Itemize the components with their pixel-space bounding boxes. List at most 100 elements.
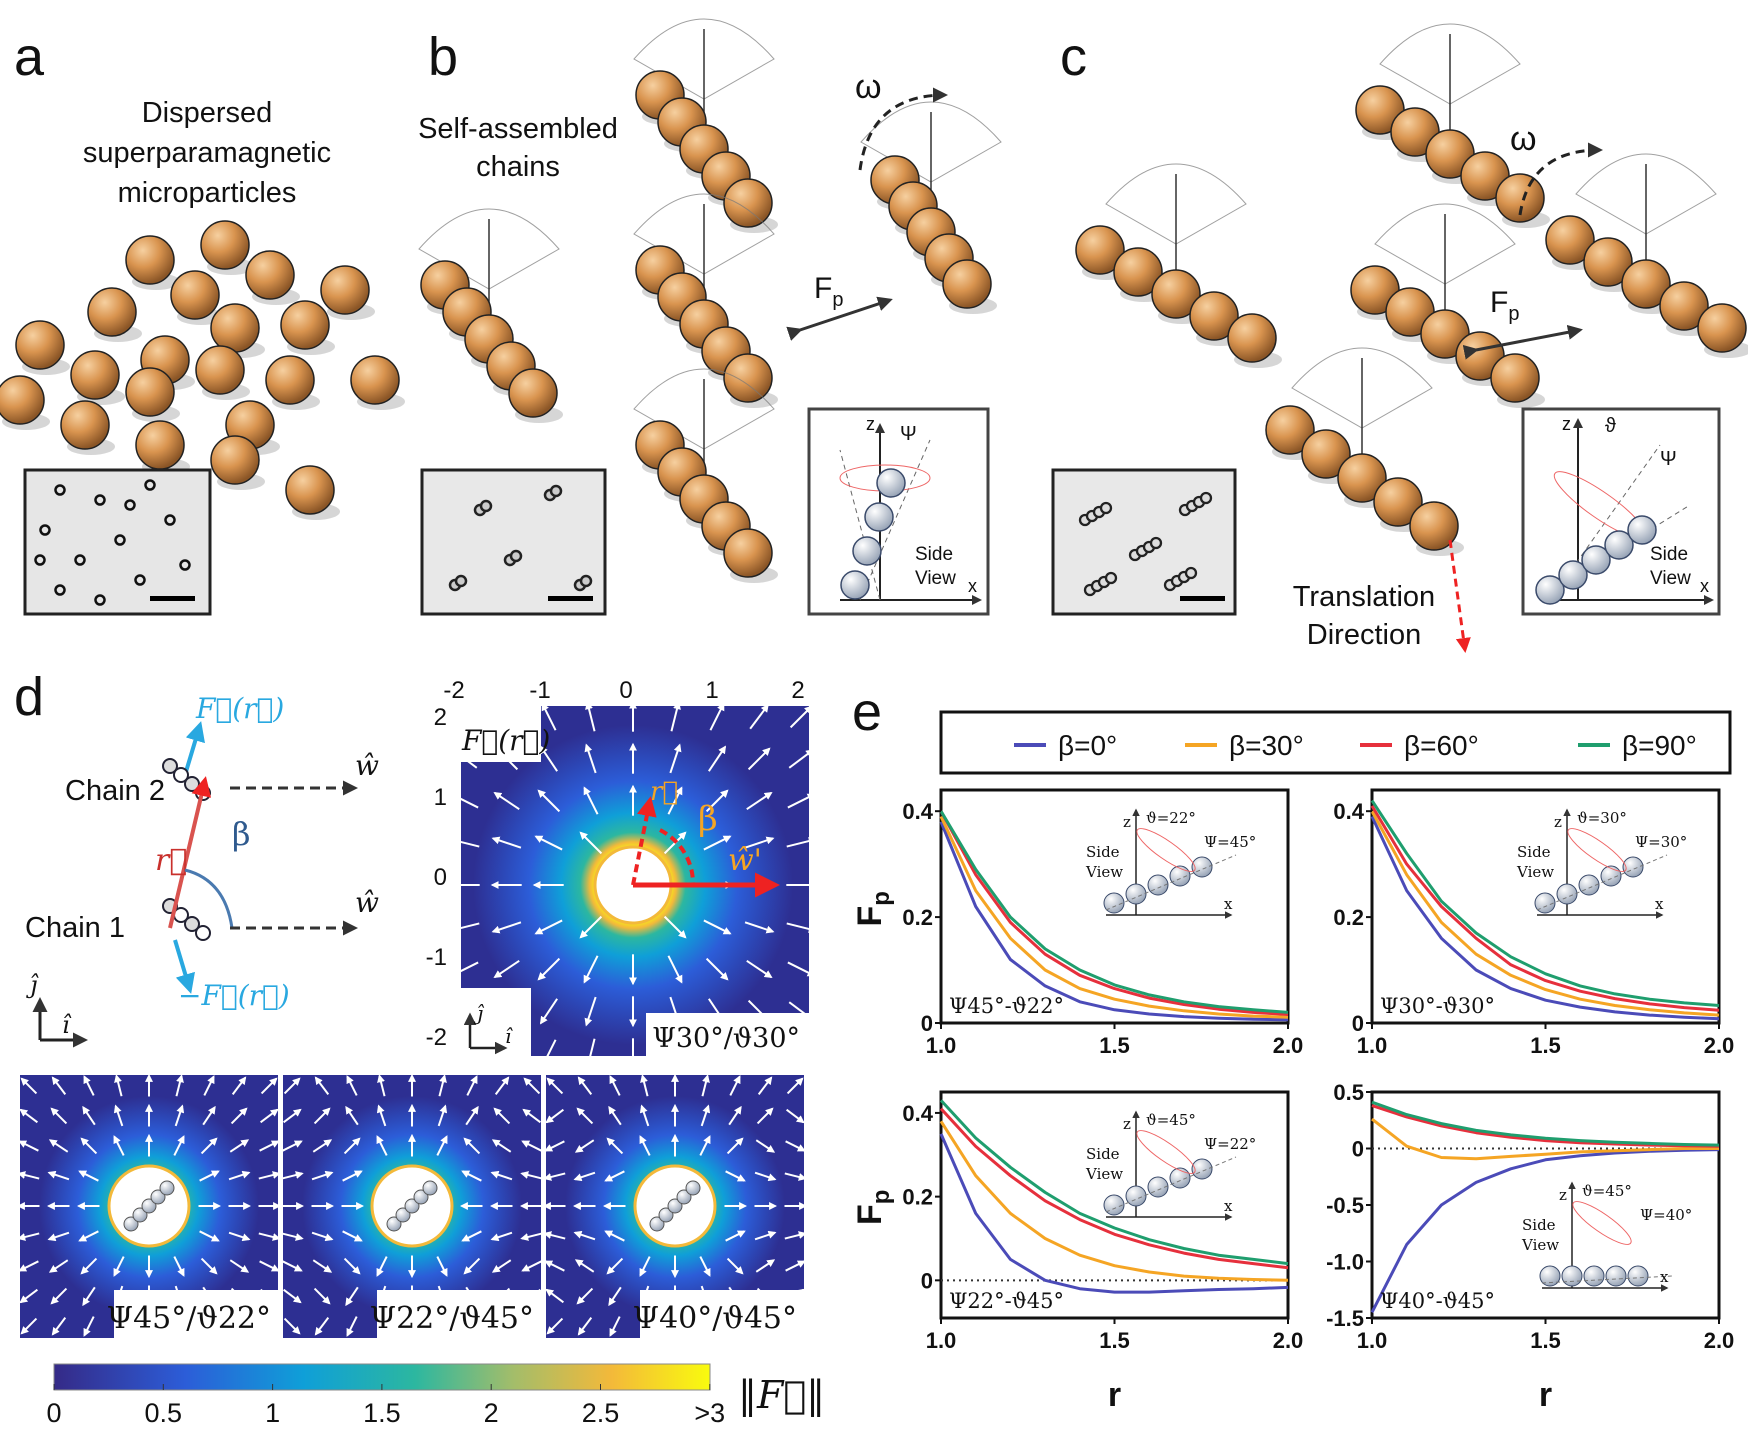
field-arrow-icon bbox=[574, 1259, 595, 1273]
field-arrow-icon bbox=[585, 1038, 596, 1069]
chain-bead bbox=[1627, 1265, 1649, 1287]
x-axis-label: r bbox=[1108, 1376, 1121, 1414]
particle bbox=[723, 528, 773, 578]
field-arrow-icon bbox=[667, 955, 683, 984]
micro-particle bbox=[114, 534, 126, 546]
theta-label: ϑ=45° bbox=[1146, 1111, 1196, 1129]
field-arrow-icon bbox=[608, 1105, 622, 1126]
field-arrow-icon bbox=[437, 1104, 448, 1127]
series-line-β=30° bbox=[939, 815, 1289, 1019]
force-label: F⃗(r⃗) bbox=[195, 692, 284, 725]
rotation-cone-mesh bbox=[1105, 163, 1247, 245]
chain-bead bbox=[413, 1189, 429, 1205]
series-line-β=30° bbox=[1371, 1117, 1719, 1161]
field-arrow-icon bbox=[174, 1104, 185, 1127]
field-arrow-icon bbox=[493, 1107, 511, 1125]
field-arrow-icon bbox=[345, 1105, 359, 1126]
field-arrow-icon bbox=[491, 921, 522, 934]
particle bbox=[87, 287, 137, 337]
particle bbox=[1301, 429, 1351, 479]
field-arrow-icon bbox=[543, 1231, 566, 1240]
field-arrow-icon bbox=[583, 955, 599, 984]
side-view-inset-b: z x Ψ Side View bbox=[807, 407, 990, 616]
field-arrow-icon bbox=[229, 1259, 250, 1273]
field-arrow-icon bbox=[579, 915, 603, 939]
particle bbox=[723, 353, 773, 403]
field-arrow-icon bbox=[314, 1076, 330, 1096]
micro-particle bbox=[94, 594, 106, 606]
field-arrow-icon bbox=[461, 1170, 482, 1182]
panel-a: a Dispersed superparamagnetic microparti… bbox=[0, 27, 405, 616]
side-view-inset-c: z x ϑ Ψ Side View bbox=[1521, 407, 1721, 616]
micro-chain bbox=[1184, 566, 1198, 580]
field-arrow-icon bbox=[729, 1075, 741, 1096]
rotation-cone-mesh bbox=[860, 101, 1002, 183]
y-tick-label: 2 bbox=[434, 704, 447, 731]
axis-x-label: x bbox=[1700, 576, 1709, 596]
field-arrow-icon bbox=[669, 743, 682, 774]
colorbar-label: ‖F⃗‖ bbox=[738, 1373, 825, 1417]
field-arrow-icon bbox=[283, 1077, 301, 1095]
field-arrow-icon bbox=[544, 1140, 565, 1152]
force-field-small: Ψ40°/ϑ45° bbox=[542, 1073, 808, 1340]
field-arrow-icon bbox=[744, 836, 775, 849]
r-label: r⃗ bbox=[650, 777, 678, 807]
field-arrow-icon bbox=[343, 1137, 361, 1155]
field-arrow-icon bbox=[539, 745, 558, 772]
field-case-label: Ψ40°/ϑ45° bbox=[633, 1301, 797, 1336]
field-arrow-icon bbox=[48, 1259, 69, 1273]
i-hat-label: î bbox=[505, 1024, 513, 1048]
series-line-β=60° bbox=[1371, 1104, 1720, 1148]
field-arrow-icon bbox=[463, 1137, 481, 1155]
particle bbox=[210, 435, 260, 485]
y-tick-label: -1 bbox=[426, 944, 447, 971]
series-line-β=60° bbox=[1370, 805, 1720, 1012]
force-label-c: Fp bbox=[1490, 286, 1519, 325]
field-arrow-icon bbox=[667, 786, 683, 815]
field-arrow-icon bbox=[703, 835, 732, 851]
chain-bead bbox=[1581, 545, 1611, 575]
panel-c: c ω Fp Translation Direction z x ϑ Ψ Sid… bbox=[1051, 23, 1748, 653]
field-arrow-icon bbox=[282, 1260, 303, 1272]
colorbar-tick-label: 0.5 bbox=[145, 1398, 183, 1428]
beta-arc bbox=[184, 868, 234, 929]
particle bbox=[200, 220, 250, 270]
field-arrow-icon bbox=[709, 702, 725, 731]
x-axis-label: r bbox=[1539, 1376, 1552, 1414]
particle bbox=[280, 300, 330, 350]
precession-ellipse bbox=[1136, 828, 1196, 872]
field-arrow-icon bbox=[20, 1317, 38, 1335]
field-arrow-icon bbox=[522, 1108, 542, 1124]
rotation-arrow-icon bbox=[858, 87, 948, 171]
field-arrow-icon bbox=[608, 1286, 622, 1307]
field-arrow-icon bbox=[82, 1105, 96, 1126]
field-arrow-icon bbox=[113, 1256, 125, 1277]
chain-bead bbox=[1605, 1265, 1627, 1287]
psi-label: Ψ=40° bbox=[1640, 1206, 1692, 1224]
field-arrow-icon bbox=[521, 1260, 542, 1272]
field-arrow-icon bbox=[583, 786, 599, 815]
precession-ellipse bbox=[1572, 1201, 1632, 1245]
x-tick-label: 2.0 bbox=[1273, 1033, 1304, 1058]
particle bbox=[60, 400, 110, 450]
field-arrow-icon bbox=[283, 1108, 302, 1124]
j-hat-label: ĵ bbox=[26, 971, 39, 999]
legend-box bbox=[939, 710, 1732, 775]
micro-particle bbox=[179, 559, 191, 571]
x-tick-label: -1 bbox=[529, 677, 550, 704]
legend-label: β=90° bbox=[1622, 730, 1697, 761]
field-arrow-icon bbox=[78, 1170, 99, 1182]
y-tick-label: -0.5 bbox=[1326, 1193, 1364, 1218]
field-arrow-icon bbox=[312, 1139, 333, 1153]
y-tick-label: 0 bbox=[921, 1011, 933, 1036]
series-line-β=90° bbox=[939, 810, 1289, 1014]
field-arrow-icon bbox=[229, 1139, 250, 1153]
y-tick-label: 0.4 bbox=[902, 1101, 933, 1126]
theta-label: ϑ=30° bbox=[1577, 809, 1627, 827]
particle bbox=[1151, 269, 1201, 319]
psi-label: Ψ bbox=[900, 423, 917, 445]
field-arrow-icon bbox=[573, 1171, 596, 1182]
series-line-β=90° bbox=[939, 1099, 1289, 1266]
